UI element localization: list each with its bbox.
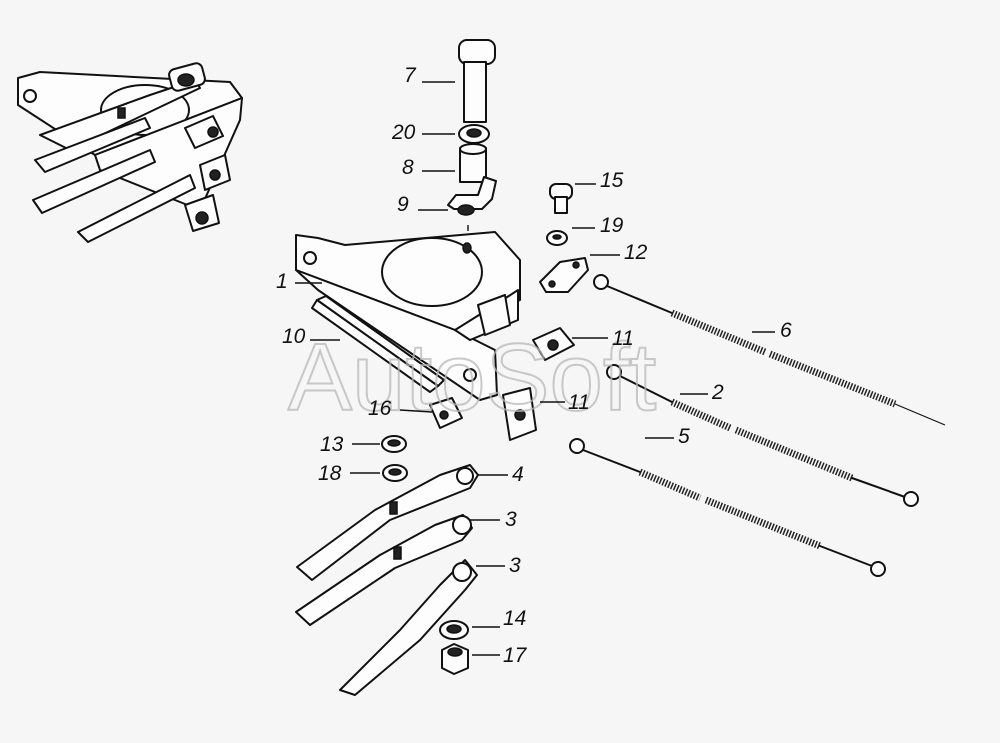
callout-15: 15 <box>600 169 624 192</box>
part-11-clip-lower <box>502 387 537 441</box>
part-20-washer <box>458 124 490 144</box>
part-19-washer <box>546 230 568 246</box>
part-7-pin <box>458 39 496 123</box>
callout-8: 8 <box>402 156 414 179</box>
part-17-nut <box>441 643 469 675</box>
callout-5: 5 <box>678 425 690 448</box>
part-3-lever-a <box>295 514 473 626</box>
part-10-strip <box>311 295 445 393</box>
part-15-screw <box>549 183 573 214</box>
callout-13: 13 <box>320 433 344 456</box>
callout-4: 4 <box>512 463 524 486</box>
callout-9: 9 <box>397 193 409 216</box>
callout-18: 18 <box>318 462 342 485</box>
leader-lines <box>295 81 775 656</box>
part-16-clip <box>429 397 463 429</box>
part-14-washer <box>439 620 469 640</box>
callout-labels: 7 20 8 9 15 19 12 1 6 10 11 2 16 11 13 5… <box>276 64 792 667</box>
part-2-cable <box>606 364 919 507</box>
callout-7: 7 <box>404 64 417 87</box>
part-3-lever-b <box>339 559 478 696</box>
part-5-cable <box>569 438 886 577</box>
part-12-clip <box>539 257 589 293</box>
callout-3-lower: 3 <box>509 554 521 577</box>
assembled-view <box>17 62 243 243</box>
part-13-nut <box>381 435 407 453</box>
part-18-washer <box>382 464 408 482</box>
part-11-clip-upper <box>532 327 575 361</box>
callout-12: 12 <box>624 241 648 264</box>
watermark: AutoSoft <box>288 324 656 431</box>
part-8-bushing <box>459 143 487 183</box>
callout-6: 6 <box>780 319 792 342</box>
callout-2: 2 <box>711 381 724 404</box>
callout-10: 10 <box>282 325 306 348</box>
callout-17: 17 <box>503 644 528 667</box>
part-9-plate <box>447 176 497 216</box>
callout-14: 14 <box>503 607 526 630</box>
part-6-cable <box>593 274 946 426</box>
callout-1: 1 <box>276 270 288 293</box>
part-1-bracket <box>295 231 521 401</box>
callout-11-upper: 11 <box>612 327 634 350</box>
callout-3-upper: 3 <box>505 508 517 531</box>
callout-16: 16 <box>368 397 392 420</box>
callout-19: 19 <box>600 214 624 237</box>
callout-20: 20 <box>391 121 416 144</box>
callout-11-lower: 11 <box>568 391 590 414</box>
